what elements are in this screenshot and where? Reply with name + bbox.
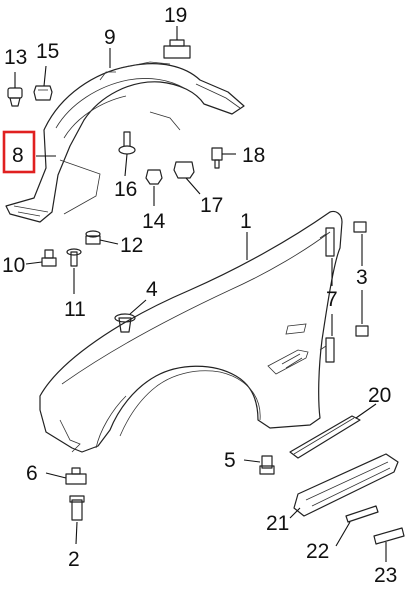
callout-22: 22 bbox=[306, 540, 329, 563]
badge-23-part bbox=[373, 527, 405, 545]
bolt-12-part bbox=[85, 230, 101, 245]
bracket-6-part bbox=[65, 467, 87, 485]
fender-liner bbox=[5, 61, 245, 223]
callout-13: 13 bbox=[4, 46, 27, 69]
callout-10: 10 bbox=[2, 254, 25, 277]
nut-4-part bbox=[114, 313, 136, 333]
callout-1: 1 bbox=[240, 210, 252, 233]
bolt-2-part bbox=[69, 495, 85, 521]
callout-4: 4 bbox=[146, 278, 158, 301]
callout-7: 7 bbox=[326, 288, 338, 311]
callouts: 13 15 9 19 8 18 16 17 14 12 10 11 4 1 3 … bbox=[2, 4, 397, 587]
callout-19: 19 bbox=[164, 4, 187, 27]
nut-14-part bbox=[145, 169, 163, 185]
callout-2: 2 bbox=[68, 548, 80, 571]
callout-16: 16 bbox=[114, 178, 137, 201]
clip-17-part bbox=[173, 161, 195, 179]
callout-21: 21 bbox=[266, 512, 289, 535]
bolt-3-upper-part bbox=[353, 221, 367, 233]
callout-11: 11 bbox=[64, 298, 86, 321]
bolt-16-part bbox=[118, 131, 136, 155]
callout-12: 12 bbox=[120, 234, 143, 257]
bolt-3-lower-part bbox=[355, 325, 369, 337]
callout-17: 17 bbox=[200, 194, 223, 217]
bolt-11-part bbox=[66, 248, 82, 267]
molding-20-part bbox=[289, 415, 361, 459]
callout-8: 8 bbox=[12, 144, 24, 167]
bracket-7-part bbox=[319, 227, 335, 363]
clip-19-part bbox=[163, 39, 191, 59]
callout-9: 9 bbox=[104, 26, 116, 49]
leader-lines bbox=[14, 26, 387, 562]
highlight-box bbox=[2, 130, 36, 174]
callout-20: 20 bbox=[368, 384, 391, 407]
callout-5: 5 bbox=[224, 449, 236, 472]
clip-15-part bbox=[33, 85, 53, 101]
callout-18: 18 bbox=[242, 144, 265, 167]
callout-3: 3 bbox=[356, 266, 368, 289]
side-marker-21-part bbox=[293, 453, 399, 517]
clip-13-part bbox=[7, 87, 23, 107]
stud-18-part bbox=[211, 147, 223, 169]
callout-15: 15 bbox=[36, 40, 59, 63]
callout-14: 14 bbox=[142, 210, 166, 233]
seal-22-part bbox=[345, 505, 379, 523]
callout-6: 6 bbox=[26, 462, 38, 485]
front-fender bbox=[39, 210, 343, 453]
bolt-5-part bbox=[259, 455, 275, 475]
callout-23: 23 bbox=[374, 564, 397, 587]
bolt-10-part bbox=[41, 249, 57, 267]
